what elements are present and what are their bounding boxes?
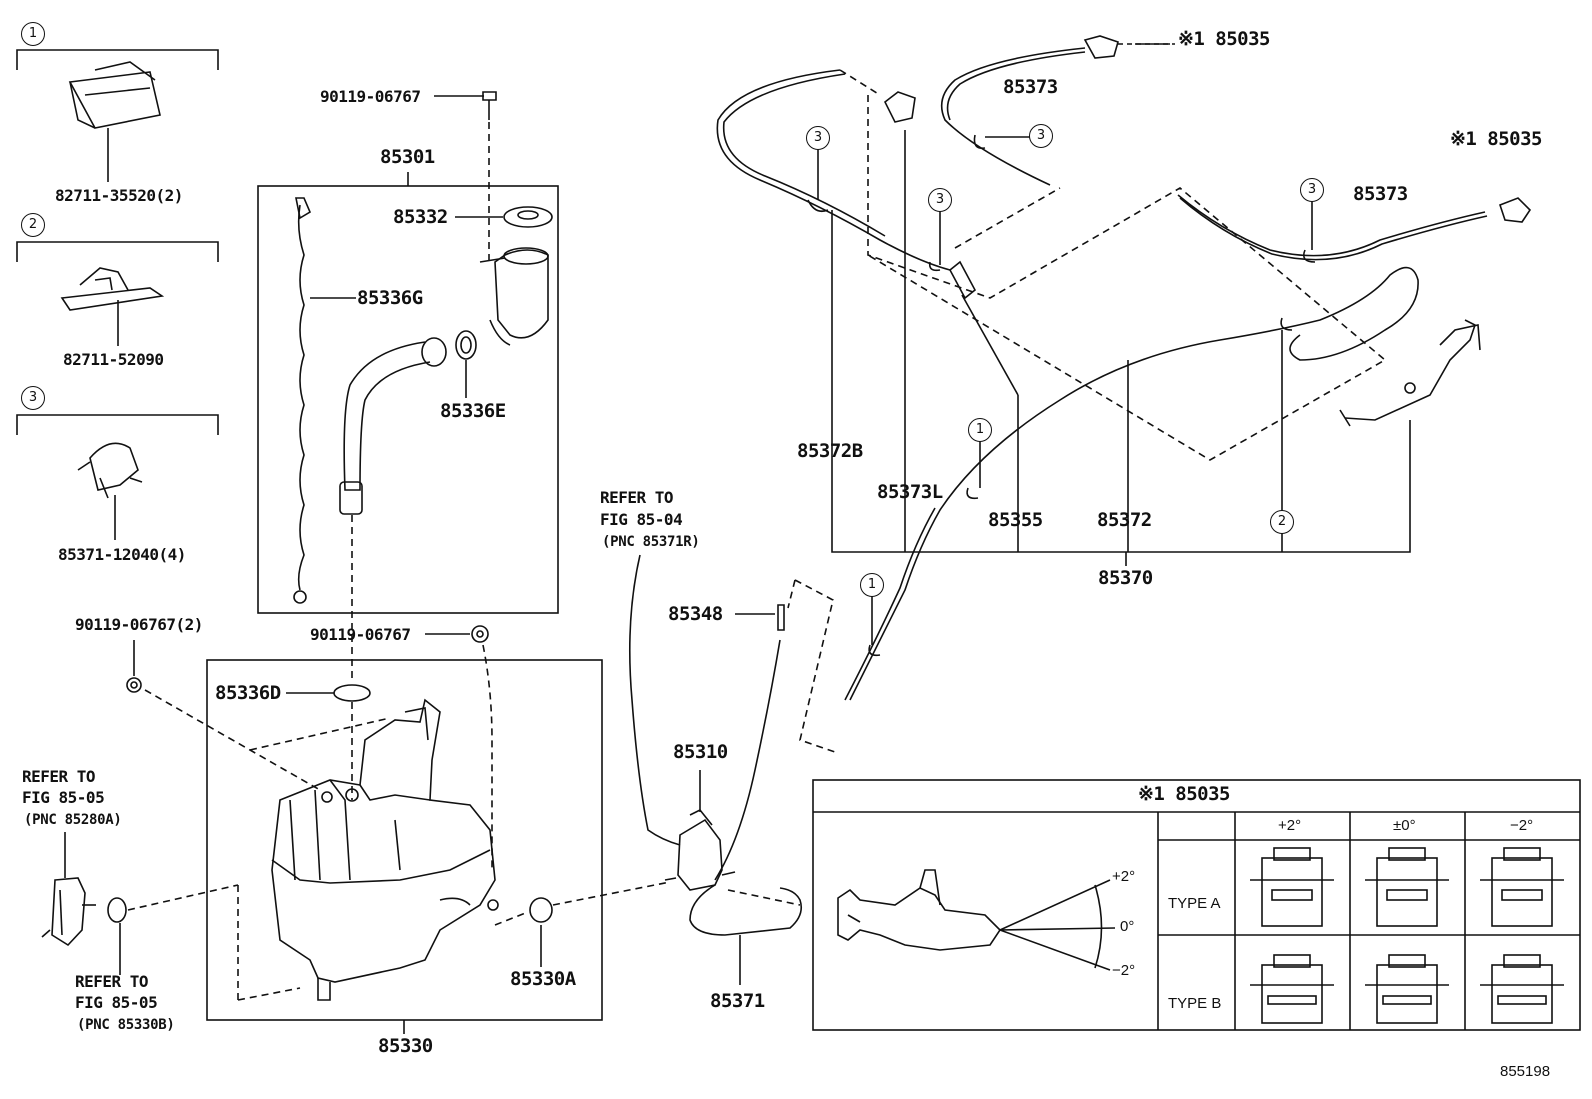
nozzle-table-title: ※1 85035 bbox=[1138, 783, 1231, 805]
figure-number: 855198 bbox=[1500, 1063, 1551, 1080]
refer-hose-line3[interactable]: (PNC 85371R) bbox=[602, 534, 700, 550]
refer-pump-line3[interactable]: (PNC 85280A) bbox=[24, 812, 122, 828]
jar-bolt-part-number[interactable]: 90119-06767 bbox=[310, 625, 411, 644]
angle-down-label: −2° bbox=[1112, 962, 1136, 979]
washer-jar-assembly-number[interactable]: 85330 bbox=[378, 1035, 433, 1057]
nozzle-a-part-number[interactable]: ※1 85035 bbox=[1178, 28, 1271, 50]
upper-hose-b-part-number[interactable]: 85373 bbox=[1353, 183, 1408, 205]
clip-callout-3: 3 bbox=[928, 188, 952, 212]
jar-cap-part-number[interactable]: 85336D bbox=[215, 682, 281, 704]
jar-bolts-part-number[interactable]: 90119-06767(2) bbox=[75, 615, 203, 634]
column-header-plus2: +2° bbox=[1278, 817, 1302, 834]
clip-callout-3: 3 bbox=[1029, 124, 1053, 148]
clip-2-part-number[interactable]: 82711-52090 bbox=[63, 350, 164, 369]
clip-callout-2: 2 bbox=[1270, 510, 1294, 534]
jar-grommet-part-number[interactable]: 85330A bbox=[510, 968, 576, 990]
column-header-minus2: −2° bbox=[1510, 817, 1534, 834]
refer-grommet-line2: FIG 85-05 bbox=[75, 993, 158, 1012]
clip-callout-1: 1 bbox=[860, 573, 884, 597]
refer-pump-line2: FIG 85-05 bbox=[22, 788, 105, 807]
column-header-zero: ±0° bbox=[1393, 817, 1416, 834]
clip-callout-3: 3 bbox=[806, 126, 830, 150]
reserve-cap-part-number[interactable]: 85332 bbox=[393, 206, 448, 228]
legend-circle-3: 3 bbox=[21, 386, 45, 410]
legend-circle-1: 1 bbox=[21, 22, 45, 46]
angle-zero-label: 0° bbox=[1120, 918, 1135, 935]
refer-hose-line2: FIG 85-04 bbox=[600, 510, 683, 529]
joint-part-number[interactable]: 85355 bbox=[988, 509, 1043, 531]
main-hose-part-number[interactable]: 85372 bbox=[1097, 509, 1152, 531]
hose-b-part-number[interactable]: 85372B bbox=[797, 440, 863, 462]
row-header-type-b: TYPE B bbox=[1168, 995, 1222, 1012]
refer-hose-line1: REFER TO bbox=[600, 488, 674, 507]
upper-hose-a-part-number[interactable]: 85373 bbox=[1003, 76, 1058, 98]
pump-hose-part-number[interactable]: 85371 bbox=[710, 990, 765, 1012]
refer-grommet-line1: REFER TO bbox=[75, 972, 149, 991]
clip-1-part-number[interactable]: 82711-35520(2) bbox=[55, 186, 183, 205]
clip-callout-3: 3 bbox=[1300, 178, 1324, 202]
reserve-tank-assembly-number[interactable]: 85301 bbox=[380, 146, 435, 168]
reserve-bolt-part-number[interactable]: 90119-06767 bbox=[320, 87, 421, 106]
row-header-type-a: TYPE A bbox=[1168, 895, 1221, 912]
level-gauge-part-number[interactable]: 85336G bbox=[357, 287, 423, 309]
angle-up-label: +2° bbox=[1112, 868, 1136, 885]
hose-l-part-number[interactable]: 85373L bbox=[877, 481, 943, 503]
nozzle-b-part-number[interactable]: ※1 85035 bbox=[1450, 128, 1543, 150]
clip-callout-1: 1 bbox=[968, 418, 992, 442]
pump-part-number[interactable]: 85310 bbox=[673, 741, 728, 763]
legend-circle-2: 2 bbox=[21, 213, 45, 237]
refer-grommet-line3[interactable]: (PNC 85330B) bbox=[77, 1017, 175, 1033]
grommet-85336e-part-number[interactable]: 85336E bbox=[440, 400, 506, 422]
hose-assembly-number[interactable]: 85370 bbox=[1098, 567, 1153, 589]
clip-3-part-number[interactable]: 85371-12040(4) bbox=[58, 545, 186, 564]
refer-pump-line1: REFER TO bbox=[22, 767, 96, 786]
check-valve-part-number[interactable]: 85348 bbox=[668, 603, 723, 625]
